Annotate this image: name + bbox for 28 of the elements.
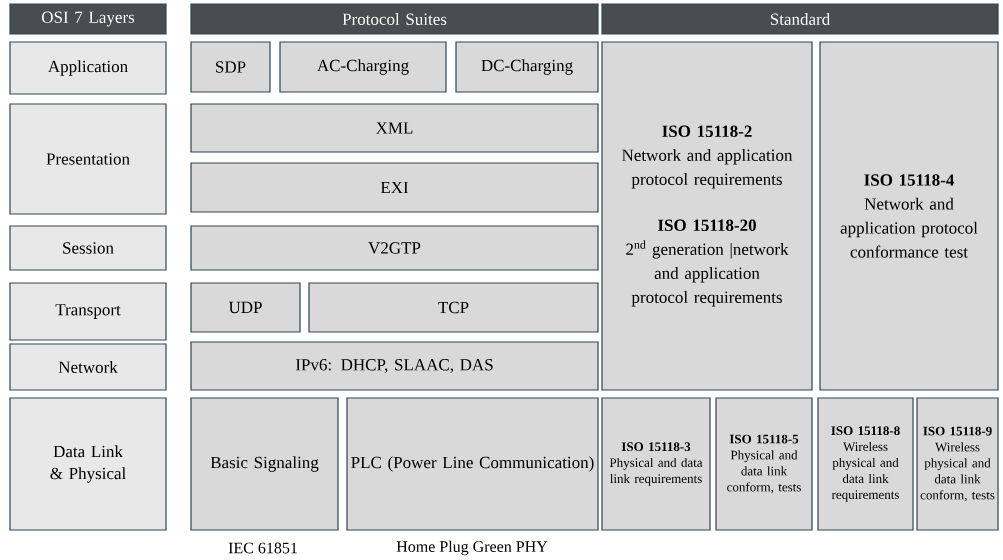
- standard-box: ISO 15118-9 Wireless physical and data link conform, tests: [916, 397, 999, 531]
- protocol-box: SDP: [190, 41, 271, 93]
- layer-box: Network: [9, 343, 167, 391]
- layer-box: Transport: [9, 282, 167, 341]
- standard-label: IEC 61851: [228, 542, 297, 554]
- header-bar: Protocol Suites: [190, 3, 599, 35]
- protocol-box: PLC (Power Line Communication): [346, 397, 599, 531]
- protocol-box: EXI: [190, 162, 599, 213]
- protocol-box: AC-Charging: [279, 41, 447, 93]
- standard-box: ISO 15118-2 Network and application protocol requirements ISO 15118-20 2$^{nd}$ generation |network and application protocol requirements: [601, 41, 813, 391]
- protocol-box: Basic Signaling: [190, 397, 339, 531]
- protocol-box: XML: [190, 103, 599, 153]
- layer-box: Presentation: [9, 103, 167, 215]
- standard-label: Home Plug Green PHY: [396, 540, 548, 556]
- standard-box: ISO 15118-5 Physical and data link conform, tests: [715, 397, 813, 531]
- header-bar: OSI 7 Layers: [9, 3, 167, 35]
- header-bar: Standard: [601, 3, 999, 35]
- protocol-box: UDP: [190, 282, 301, 333]
- standard-box: ISO 15118-4 Network and application protocol conformance test: [819, 41, 999, 391]
- protocol-box: IPv6: DHCP, SLAAC, DAS: [190, 341, 599, 391]
- layer-box: Session: [9, 225, 167, 271]
- layer-box: Data Link & Physical: [9, 397, 167, 531]
- layer-box: Application: [9, 41, 167, 95]
- protocol-box: V2GTP: [190, 225, 599, 271]
- standard-box: ISO 15118-3 Physical and data link requirements: [601, 397, 711, 531]
- protocol-box: DC-Charging: [455, 41, 599, 93]
- standard-box: ISO 15118-8 Wireless physical and data link requirements: [817, 397, 914, 531]
- protocol-box: TCP: [308, 282, 599, 333]
